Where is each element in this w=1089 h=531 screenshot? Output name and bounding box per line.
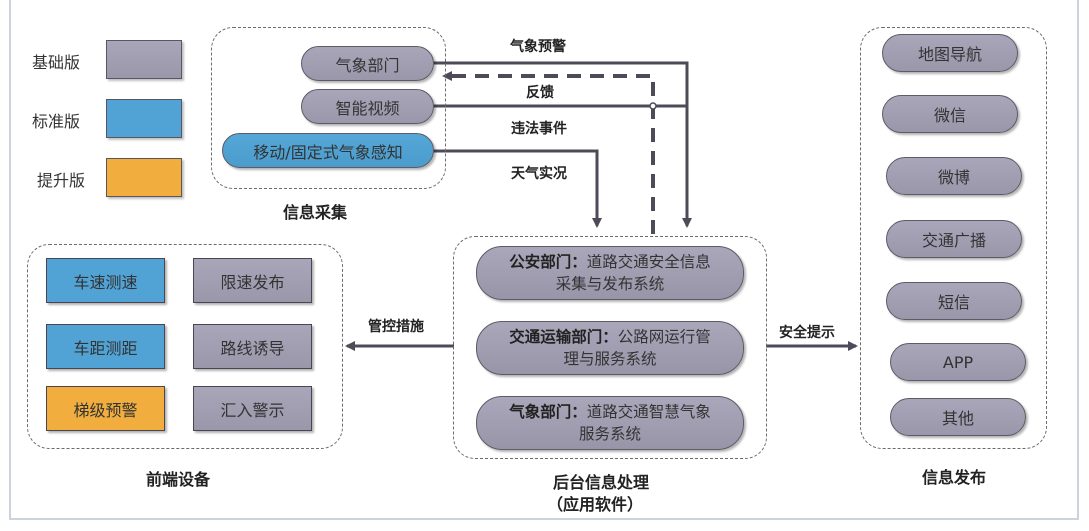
frontend-item-speed-limit: 限速发布 xyxy=(193,258,312,303)
backend-system-weather-line1: 气象部门：道路交通智慧气象 xyxy=(509,403,711,421)
legend-label-upgrade: 提升版 xyxy=(37,171,86,190)
backend-system-weather-line2: 服务系统 xyxy=(578,425,641,443)
publish-item-weibo: 微博 xyxy=(886,157,1022,195)
backend-system-transport-line1: 交通运输部门：公路网运行管 xyxy=(509,328,711,346)
publish-item-traffic-radio: 交通广播 xyxy=(886,220,1022,258)
publish-item-wechat: 微信 xyxy=(882,95,1018,133)
frontend-item-speed-measure: 车速测速 xyxy=(46,258,165,303)
legend-swatch-upgrade xyxy=(106,158,182,197)
collection-group xyxy=(211,27,446,189)
publish-item-map-navigation: 地图导航 xyxy=(882,34,1018,72)
frontend-group xyxy=(27,244,343,449)
weather-warning-arrow xyxy=(433,61,692,228)
page-frame xyxy=(9,0,1079,520)
publish-item-other: 其他 xyxy=(890,398,1026,436)
frontend-item-route-guidance: 路线诱导 xyxy=(193,324,312,369)
backend-system-transport: 交通运输部门：公路网运行管 理与服务系统 xyxy=(476,321,744,375)
legend-label-standard: 标准版 xyxy=(32,112,81,131)
publish-group xyxy=(860,27,1047,449)
backend-group xyxy=(453,236,767,459)
label-safety-tips: 安全提示 xyxy=(779,325,835,341)
backend-system-police-line1: 公安部门：道路交通安全信息 xyxy=(509,253,711,271)
backend-system-police-line2: 采集与发布系统 xyxy=(555,275,665,293)
label-weather-warning: 气象预警 xyxy=(510,39,566,55)
legend-swatch-standard xyxy=(106,99,182,138)
publish-title: 信息发布 xyxy=(922,468,987,487)
collection-title: 信息采集 xyxy=(283,203,348,222)
frontend-item-distance-measure: 车距测距 xyxy=(46,324,165,369)
backend-system-transport-line2: 理与服务系统 xyxy=(563,350,657,368)
frontend-title: 前端设备 xyxy=(146,470,211,489)
publish-item-app: APP xyxy=(890,343,1026,381)
collection-item-weather-dept: 气象部门 xyxy=(301,46,434,81)
collection-item-weather-sensing: 移动/固定式气象感知 xyxy=(222,133,434,168)
feedback-arrow xyxy=(442,71,655,234)
backend-system-police: 公安部门：道路交通安全信息 采集与发布系统 xyxy=(476,246,744,300)
legend-label-basic: 基础版 xyxy=(32,53,81,72)
backend-system-weather: 气象部门：道路交通智慧气象 服务系统 xyxy=(476,396,744,450)
backend-subtitle: （应用软件） xyxy=(547,495,644,514)
frontend-item-merge-warning: 汇入警示 xyxy=(193,386,312,431)
legend-swatch-basic xyxy=(106,40,182,79)
label-feedback: 反馈 xyxy=(526,85,554,101)
label-live-weather: 天气实况 xyxy=(511,166,567,182)
label-violation-events: 违法事件 xyxy=(511,121,567,137)
publish-item-sms: 短信 xyxy=(886,282,1022,320)
label-control-measures: 管控措施 xyxy=(368,319,424,335)
collection-item-smart-video: 智能视频 xyxy=(301,89,434,124)
frontend-item-tiered-warning: 梯级预警 xyxy=(46,386,165,431)
backend-title: 后台信息处理 xyxy=(553,473,650,492)
live-weather-arrow xyxy=(433,149,602,228)
